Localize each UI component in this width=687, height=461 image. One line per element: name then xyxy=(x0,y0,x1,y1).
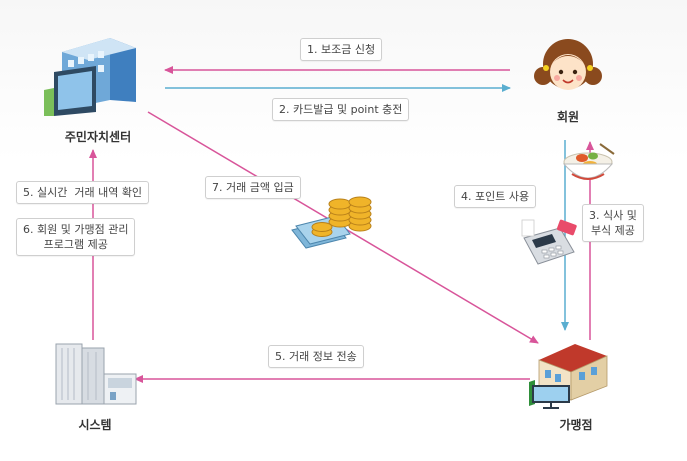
coins-money-icon xyxy=(291,196,372,249)
node-label-center: 주민자치센터 xyxy=(64,130,132,144)
step-7-payment-deposit: 7. 거래 금액 입금 xyxy=(205,176,301,199)
step-4-point-use: 4. 포인트 사용 xyxy=(454,185,537,208)
office-building-icon xyxy=(44,38,136,116)
store-building-icon xyxy=(529,344,608,409)
node-label-store: 가맹점 xyxy=(559,418,593,432)
step-2-card-issue: 2. 카드발급 및 point 충전 xyxy=(272,98,410,121)
step-5-realtime-check: 5. 실시간 거래 내역 확인 xyxy=(16,181,150,204)
node-label-member: 회원 xyxy=(556,110,580,124)
step-3-meal-provide: 3. 식사 및 부식 제공 xyxy=(582,204,644,242)
girl-avatar-icon xyxy=(534,39,602,90)
card-terminal-icon xyxy=(521,219,577,265)
food-bowl-icon xyxy=(562,143,615,180)
node-label-system: 시스템 xyxy=(78,418,112,432)
step-6-management-program: 6. 회원 및 가맹점 관리 프로그램 제공 xyxy=(16,218,136,256)
step-5-transaction-info: 5. 거래 정보 전송 xyxy=(268,345,364,368)
step-1-apply-subsidy: 1. 보조금 신청 xyxy=(300,38,383,61)
server-system-icon xyxy=(55,343,137,405)
